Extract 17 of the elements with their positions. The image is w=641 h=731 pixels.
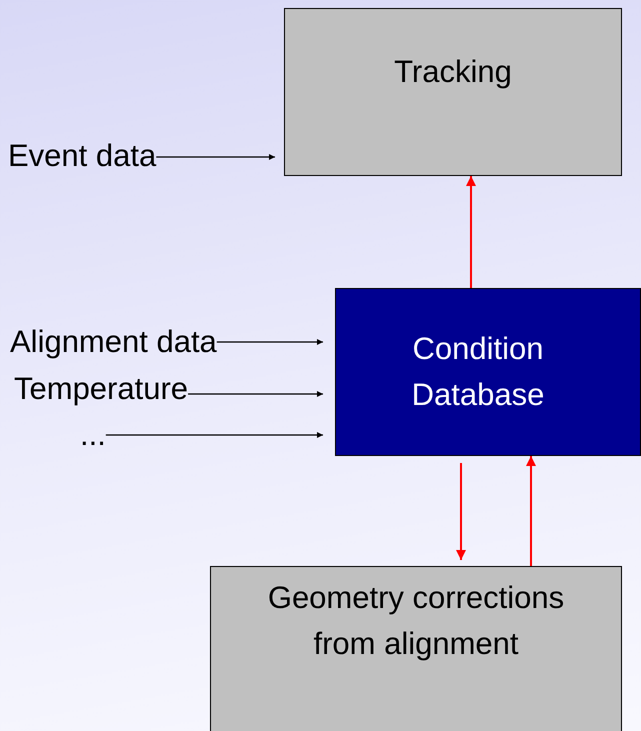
arrow [216, 339, 323, 345]
process-box [335, 288, 641, 456]
box-label: Condition Database [410, 330, 546, 414]
arrow [466, 176, 476, 288]
input-label: Event data [8, 137, 156, 175]
box-label: Tracking [394, 53, 512, 91]
process-box [210, 566, 622, 731]
arrow [526, 456, 536, 566]
input-label: Temperature [10, 370, 188, 408]
arrow [106, 432, 323, 438]
arrow [456, 463, 466, 560]
arrow [188, 391, 323, 397]
process-box [284, 8, 622, 176]
arrow [156, 154, 275, 160]
box-label: Geometry corrections from alignment [266, 579, 566, 663]
input-label: Alignment data [10, 323, 217, 361]
input-label: ... [60, 416, 106, 454]
